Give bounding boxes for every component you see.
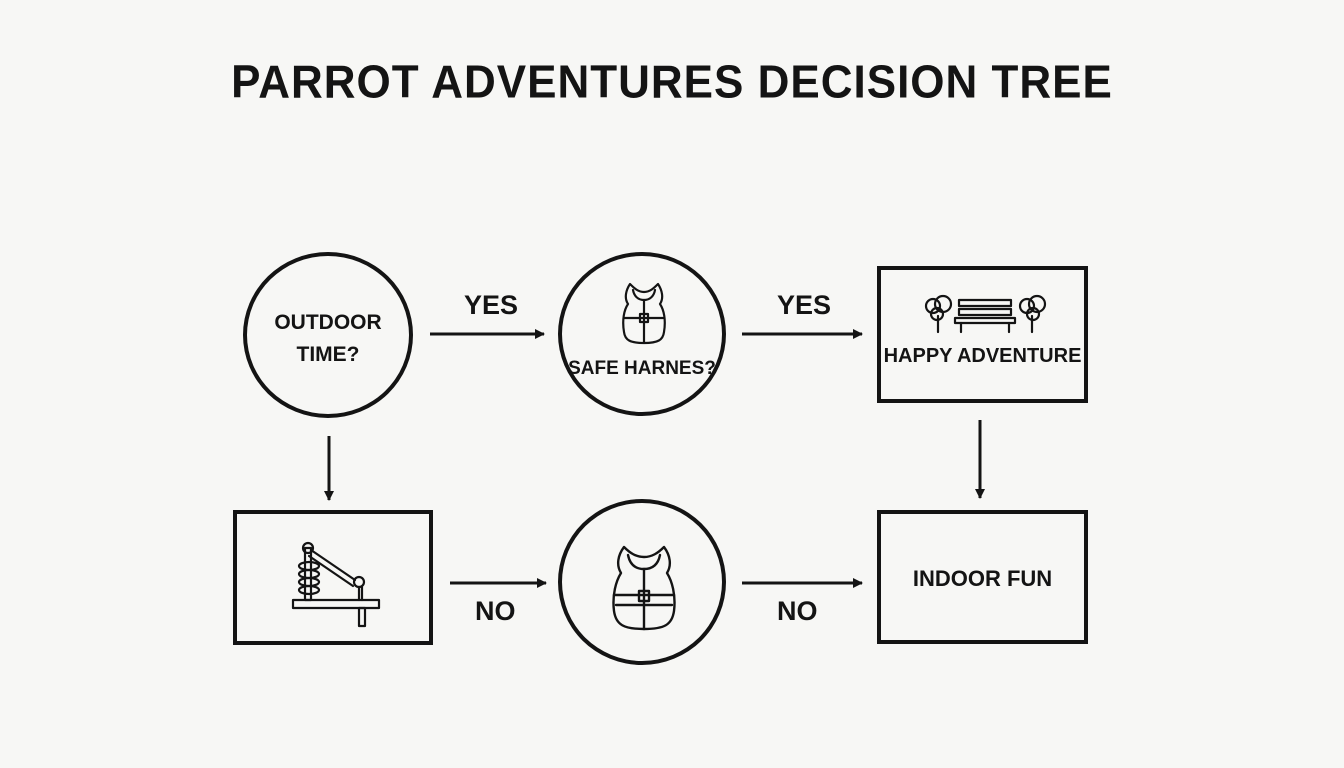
park-bench-trees-icon xyxy=(924,294,1047,334)
decision-node-safe-harness: SAFE HARNES? xyxy=(558,252,726,416)
edge-label-yes: YES xyxy=(464,290,519,320)
node-play-stand xyxy=(233,510,433,645)
node-label-line1: OUTDOOR xyxy=(274,311,382,334)
outcome-node-happy-adventure: HAPPY ADVENTURE xyxy=(877,266,1088,403)
edge-label-no: NO xyxy=(777,596,818,626)
node-label: HAPPY ADVENTURE xyxy=(883,345,1082,367)
node-label-line2: TIME? xyxy=(296,343,360,366)
harness-vest-icon xyxy=(612,545,676,631)
node-label: INDOOR FUN xyxy=(912,566,1053,591)
decision-node-harness-vest xyxy=(558,499,726,665)
harness-vest-icon xyxy=(622,282,666,345)
outcome-node-indoor-fun: INDOOR FUN xyxy=(877,510,1088,644)
diagram-title: PARROT ADVENTURES DECISION TREE xyxy=(231,56,1113,109)
decision-node-outdoor-time: OUTDOOR TIME? xyxy=(243,252,413,418)
play-stand-perch-icon xyxy=(291,541,381,628)
edge-label-yes: YES xyxy=(777,290,832,320)
node-label: SAFE HARNES? xyxy=(568,358,716,379)
edge-label-no: NO xyxy=(475,596,516,626)
